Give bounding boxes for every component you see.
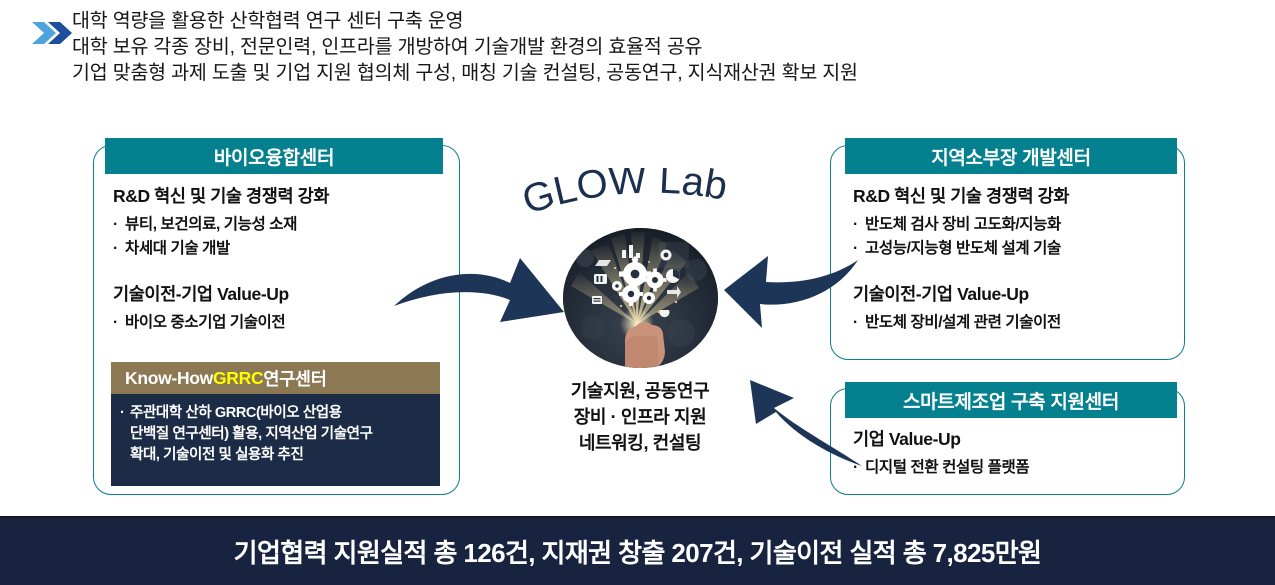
smart-section-1-heading: 기업 Value-Up: [853, 429, 961, 449]
bullet-dot-icon: ·: [113, 216, 118, 233]
bullet-dot-icon: ·: [120, 405, 125, 421]
bio-section-1-bullet-2: ·차세대 기술 개발: [113, 237, 443, 261]
bio-section-2-bullet-1: ·바이오 중소기업 기술이전: [113, 311, 443, 335]
curved-arrow-right-icon: [394, 258, 564, 322]
bullet-dot-icon: ·: [853, 240, 858, 257]
knowhow-body-line-1: 주관대학 산하 GRRC(바이오 산업용: [130, 405, 342, 421]
panel-smart-title: 스마트제조업 구축 지원센터: [845, 382, 1177, 418]
panel-bio-body: R&D 혁신 및 기술 경쟁력 강화 ·뷰티, 보건의료, 기능성 소재 ·차세…: [113, 185, 443, 335]
summary-banner-text: 기업협력 지원실적 총 126건, 지재권 창출 207건, 기술이전 실적 총…: [233, 538, 1042, 568]
knowhow-title-suffix: 연구센터: [263, 368, 327, 389]
bio-section-1-bullet-1: ·뷰티, 보건의료, 기능성 소재: [113, 213, 443, 237]
bio-section-1-heading: R&D 혁신 및 기술 경쟁력 강화: [113, 186, 330, 206]
knowhow-title-prefix: Know-How: [125, 367, 213, 388]
semi-section-1-bullet-2: ·고성능/지능형 반도체 설계 기술: [853, 237, 1183, 261]
semi-section-1-heading: R&D 혁신 및 기술 경쟁력 강화: [853, 186, 1070, 206]
semi-section-2-bullet-1: ·반도체 장비/설계 관련 기술이전: [853, 311, 1183, 335]
header-lines: 대학 역량을 활용한 산학협력 연구 센터 구축 운영 대학 보유 각종 장비,…: [72, 8, 1252, 86]
banner-top-divider: [0, 516, 1275, 518]
bullet-dot-icon: ·: [853, 314, 858, 331]
panel-regional-materials-parts-equipment-center: [830, 145, 1185, 360]
center-caption-line-2: 장비 · 인프라 지원: [573, 407, 707, 427]
hand-holding-gears-lightburst-image: [563, 228, 718, 368]
knowhow-body-line-3: 확대, 기술이전 및 실용화 추진: [130, 447, 304, 463]
center-caption-line-3: 네트워킹, 컨설팅: [578, 433, 702, 453]
center-caption: 기술지원, 공동연구 장비 · 인프라 지원 네트워킹, 컨설팅: [520, 378, 760, 456]
header-line-3: 기업 맞춤형 과제 도출 및 기업 지원 협의체 구성, 매칭 기술 컨설팅, …: [72, 62, 858, 84]
smart-section-1-bullet-1: ·디지털 전환 컨설팅 플랫폼: [853, 456, 1183, 480]
panel-smart-body: 기업 Value-Up ·디지털 전환 컨설팅 플랫폼: [853, 428, 1183, 480]
knowhow-grrc-card: Know-How GRRC 연구센터 · 주관대학 산하 GRRC(바이오 산업용…: [111, 362, 440, 486]
summary-banner: 기업협력 지원실적 총 126건, 지재권 창출 207건, 기술이전 실적 총…: [0, 518, 1275, 585]
panel-semi-title: 지역소부장 개발센터: [845, 138, 1177, 174]
glow-lab-logo-text: GLOW Lab: [517, 168, 730, 223]
semi-section-1-bullet-1: ·반도체 검사 장비 고도화/지능화: [853, 213, 1183, 237]
bio-section-2-heading: 기술이전-기업 Value-Up: [113, 284, 289, 304]
header-line-2: 대학 보유 각종 장비, 전문인력, 인프라를 개방하여 기술개발 환경의 효율…: [72, 36, 703, 58]
curved-arrow-upleft-icon: [750, 380, 862, 466]
knowhow-title-highlight: GRRC: [213, 367, 264, 388]
knowhow-body-line-2: 단백질 연구센터) 활용, 지역산업 기술연구: [130, 426, 373, 442]
bullet-dot-icon: ·: [853, 216, 858, 233]
svg-text:GLOW Lab: GLOW Lab: [517, 168, 730, 223]
double-chevron-right-icon: [32, 22, 72, 44]
curved-arrow-left-icon: [724, 256, 858, 328]
panel-semi-body: R&D 혁신 및 기술 경쟁력 강화 ·반도체 검사 장비 고도화/지능화 ·고…: [853, 185, 1183, 335]
glow-lab-text: GLOW Lab: [517, 168, 730, 223]
center-hero-image: [563, 228, 718, 368]
bullet-dot-icon: ·: [853, 459, 858, 476]
bullet-dot-icon: ·: [113, 240, 118, 257]
panel-bio-title: 바이오융합센터: [105, 138, 443, 174]
knowhow-card-body: · 주관대학 산하 GRRC(바이오 산업용 단백질 연구센터) 활용, 지역산업…: [111, 394, 440, 486]
center-caption-line-1: 기술지원, 공동연구: [570, 381, 710, 401]
header-line-1: 대학 역량을 활용한 산학협력 연구 센터 구축 운영: [72, 10, 464, 32]
semi-section-2-heading: 기술이전-기업 Value-Up: [853, 284, 1029, 304]
knowhow-card-title: Know-How GRRC 연구센터: [111, 362, 440, 394]
bullet-dot-icon: ·: [113, 314, 118, 331]
